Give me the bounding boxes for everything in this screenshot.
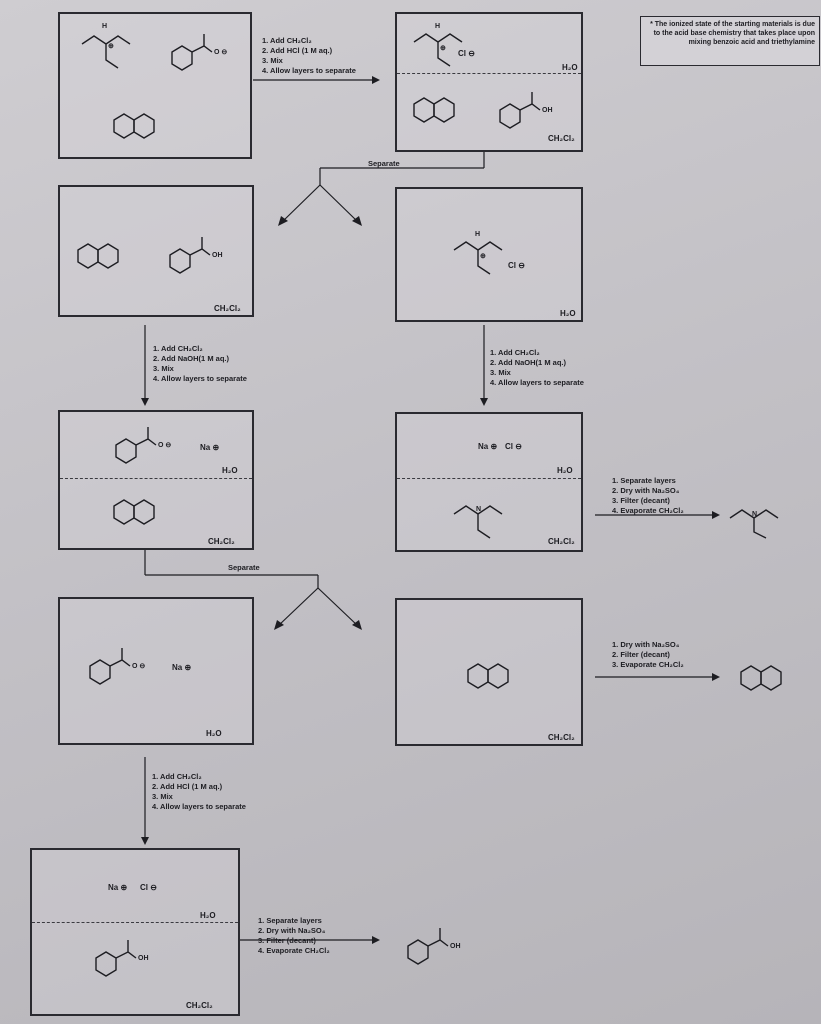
sodium-label-5: Na ⊕ (200, 443, 220, 452)
triethylamine-structure-6: N (453, 505, 503, 539)
triethylammonium-chloride-structure-2: H ⊕ (453, 231, 503, 275)
svg-text:OH: OH (542, 107, 553, 114)
layer-interface-9 (32, 922, 238, 923)
base-wash-procedure-right: 1. Add CH₂Cl₂ 2. Add NaOH(1 M aq.) 3. Mi… (490, 348, 584, 387)
triethylammonium-chloride-structure: H ⊕ (413, 23, 463, 67)
dcm-layer-label: CH₂Cl₂ (548, 134, 575, 143)
layer-interface-6 (397, 478, 581, 479)
layer-interface-5 (60, 478, 252, 479)
water-label-9: H₂O (200, 911, 216, 920)
acidify-procedure: 1. Add CH₂Cl₂ 2. Add HCl (1 M aq.) 3. Mi… (152, 772, 246, 811)
triethylamine-product: N (729, 509, 779, 539)
sodium-label-7: Na ⊕ (172, 663, 192, 672)
chloride-label: Cl ⊖ (458, 49, 475, 58)
layer-interface (397, 73, 581, 74)
svg-text:O ⊖: O ⊖ (132, 663, 145, 670)
amine-recovery-box (395, 412, 583, 552)
naphthalene-structure-2 (413, 97, 455, 123)
acid-wash-procedure: 1. Add CH₂Cl₂ 2. Add HCl (1 M aq.) 3. Mi… (262, 36, 356, 75)
sodium-label-9: Na ⊕ (108, 883, 128, 892)
benzoate-structure: O ⊖ (171, 34, 227, 71)
benzoic-acid-structure-9: OH (95, 940, 149, 977)
organic-layer-box (58, 185, 254, 317)
isolate-amine-procedure: 1. Separate layers 2. Dry with Na₂SO₄ 3.… (612, 476, 684, 515)
water-layer-label: H₂O (562, 63, 578, 72)
benzoic-acid-structure-1: OH (499, 92, 553, 129)
svg-text:OH: OH (450, 943, 461, 950)
naphthalene-structure-1 (113, 113, 155, 139)
starting-mixture-box (58, 12, 252, 159)
water-label-4: H₂O (560, 309, 576, 318)
water-label-7: H₂O (206, 729, 222, 738)
chloride-label-2: Cl ⊖ (508, 261, 525, 270)
ionization-note: * The ionized state of the starting mate… (640, 16, 820, 66)
separate-label-2: Separate (228, 563, 260, 572)
svg-text:OH: OH (212, 252, 223, 259)
svg-text:N: N (752, 511, 757, 518)
benzoic-acid-product: OH (407, 928, 461, 965)
benzoic-acid-structure-2: OH (169, 237, 223, 274)
base-wash-procedure-left: 1. Add CH₂Cl₂ 2. Add NaOH(1 M aq.) 3. Mi… (153, 344, 247, 383)
naoh-wash-funnel-box (58, 410, 254, 550)
isolate-acid-procedure: 1. Separate layers 2. Dry with Na₂SO₄ 3.… (258, 916, 330, 955)
chloride-label-9: Cl ⊖ (140, 883, 157, 892)
svg-text:H: H (475, 231, 480, 238)
svg-text:O ⊖: O ⊖ (158, 442, 171, 449)
dcm-label-3: CH₂Cl₂ (214, 304, 241, 313)
acid-wash-funnel-box (395, 12, 583, 152)
chloride-label-6: Cl ⊖ (505, 442, 522, 451)
sodium-benzoate-structure: O ⊖ (115, 427, 171, 464)
dcm-label-5: CH₂Cl₂ (208, 537, 235, 546)
svg-text:⊕: ⊕ (480, 253, 486, 260)
naphthalene-structure-8 (467, 663, 509, 689)
dcm-label-9: CH₂Cl₂ (186, 1001, 213, 1010)
svg-text:⊕: ⊕ (108, 43, 114, 50)
separate-label-1: Separate (368, 159, 400, 168)
triethylammonium-structure: H ⊕ (81, 23, 131, 69)
svg-text:OH: OH (138, 955, 149, 962)
svg-text:⊕: ⊕ (440, 45, 446, 52)
acidified-funnel-box (30, 848, 240, 1016)
svg-text:H: H (102, 23, 107, 30)
naphthalene-structure-3 (77, 243, 119, 269)
dcm-label-6: CH₂Cl₂ (548, 537, 575, 546)
aqueous-layer-box (395, 187, 583, 322)
water-label-6: H₂O (557, 466, 573, 475)
water-label-5: H₂O (222, 466, 238, 475)
naphthalene-structure-5 (113, 499, 155, 525)
naphthalene-product (740, 665, 782, 691)
svg-text:O ⊖: O ⊖ (214, 49, 227, 56)
svg-text:H: H (435, 23, 440, 30)
svg-text:N: N (476, 506, 481, 513)
sodium-benzoate-structure-7: O ⊖ (89, 648, 145, 685)
naphthalene-organic-box (395, 598, 583, 746)
sodium-label-6: Na ⊕ (478, 442, 498, 451)
isolate-naphthalene-procedure: 1. Dry with Na₂SO₄ 2. Filter (decant) 3.… (612, 640, 684, 669)
dcm-label-8: CH₂Cl₂ (548, 733, 575, 742)
